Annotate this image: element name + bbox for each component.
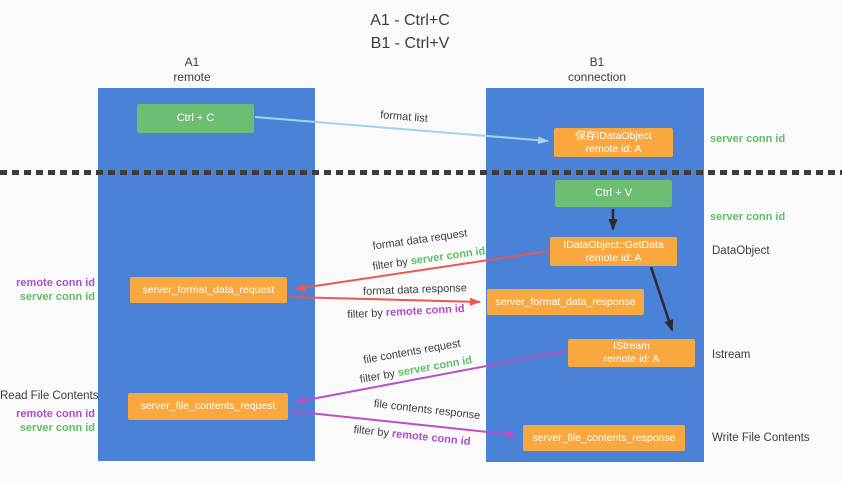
- remote-conn-id-annotation: remote conn id: [16, 277, 95, 289]
- save-dataobject-line2: remote id: A: [585, 142, 642, 155]
- getdata-to-istream-arrow: [649, 266, 674, 332]
- ctrl-v-label: Ctrl + V: [595, 187, 632, 199]
- istream-annotation: Istream: [712, 349, 751, 361]
- istream-line2: remote id: A: [603, 353, 660, 365]
- format-response-label: server_format_data_response: [495, 295, 636, 308]
- server-file-contents-response-box: server_file_contents_response: [523, 425, 685, 451]
- server-conn-id-annotation-mid: server conn id: [710, 211, 786, 223]
- remote-conn-id-annotation: remote conn id: [16, 408, 95, 420]
- ctrl-v-box: Ctrl + V: [555, 180, 672, 207]
- left-lane-name: A1: [184, 55, 200, 69]
- filter-by-text: filter by: [347, 307, 387, 322]
- file-response-label: server_file_contents_response: [532, 431, 676, 444]
- copy-paste-divider-line: [0, 170, 842, 175]
- server-format-data-response-box: server_format_data_response: [487, 289, 644, 315]
- ctrl-c-box: Ctrl + C: [137, 104, 254, 133]
- getdata-line2: remote id: A: [585, 251, 642, 264]
- file-request-conn-id-annotations: remote conn id server conn id: [0, 407, 95, 435]
- diagram-title: A1 - Ctrl+C B1 - Ctrl+V: [0, 9, 820, 55]
- file-contents-response-arrow: [289, 410, 517, 438]
- left-lane-role: remote: [173, 70, 211, 84]
- dataobject-annotation: DataObject: [712, 245, 770, 257]
- istream-line1: IStream: [613, 340, 650, 352]
- server-conn-id-annotation: server conn id: [19, 291, 95, 303]
- format-request-conn-id-annotations: remote conn id server conn id: [0, 276, 95, 304]
- server-conn-id-annotation-top: server conn id: [710, 133, 786, 145]
- file-contents-request-arrow: [295, 350, 567, 405]
- right-lane-role: connection: [567, 70, 627, 84]
- server-format-data-request-box: server_format_data_request: [130, 277, 287, 303]
- format-data-response-arrow: [288, 296, 481, 306]
- format-data-request-arrow: [294, 250, 550, 292]
- read-file-contents-annotation: Read File Contents: [0, 390, 99, 402]
- right-lane-name: B1: [589, 55, 605, 69]
- format-request-label: server_format_data_request: [142, 283, 275, 296]
- right-lane-header: B1 connection: [537, 55, 657, 85]
- server-file-contents-request-box: server_file_contents_request: [128, 393, 288, 420]
- server-conn-id-annotation: server conn id: [19, 422, 95, 434]
- write-file-contents-annotation: Write File Contents: [712, 432, 810, 444]
- save-dataobject-box: 保存IDataObject remote id: A: [554, 128, 673, 157]
- idataobject-getdata-box: IDataObject::GetData remote id: A: [550, 237, 677, 266]
- title-line-2: B1 - Ctrl+V: [370, 35, 450, 52]
- format-list-arrow: [254, 116, 549, 145]
- left-lane-header: A1 remote: [132, 55, 252, 85]
- ctrl-c-label: Ctrl + C: [176, 112, 215, 124]
- save-dataobject-line1: 保存IDataObject: [575, 129, 652, 142]
- file-request-label: server_file_contents_request: [140, 400, 276, 412]
- getdata-line1: IDataObject::GetData: [563, 238, 664, 251]
- title-line-1: A1 - Ctrl+C: [370, 12, 450, 29]
- istream-box: IStream remote id: A: [568, 339, 695, 367]
